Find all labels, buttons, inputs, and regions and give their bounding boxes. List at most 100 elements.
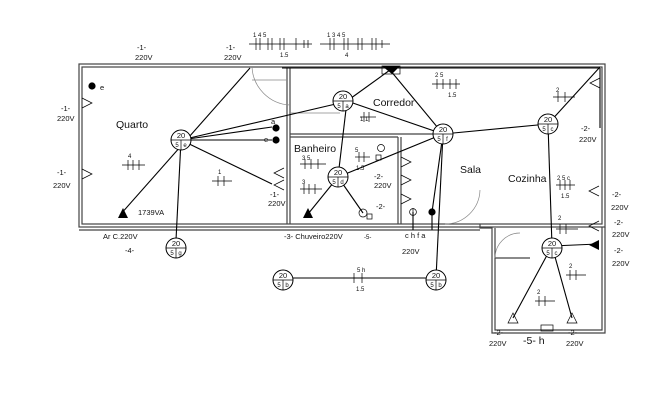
outlet-triangle-icon — [588, 185, 600, 197]
voltage-label: 220V — [611, 203, 629, 212]
circuit-label: -1- — [61, 104, 71, 113]
fixture-circuit: 5 — [542, 127, 546, 133]
ac-label: Ar C.220V — [103, 232, 138, 241]
outlets — [81, 77, 601, 324]
wire-ticks-top-1 — [249, 38, 312, 50]
fixture-id: b — [285, 283, 289, 289]
fixture-ext-b2: 20 5 b — [425, 269, 447, 291]
switch-sala-icon — [428, 208, 436, 216]
voltage-label: 220V — [224, 53, 242, 62]
room-label-banheiro: Banheiro — [294, 143, 336, 155]
outlet-triangle-icon — [566, 312, 578, 324]
wire-ticks-cozinha — [535, 92, 586, 306]
switch-ids-label: c h f a — [405, 231, 426, 240]
voltage-label: 220V — [53, 181, 71, 190]
doorbell-label: -5- h — [523, 335, 545, 347]
fixture-circuit: 5 — [277, 283, 281, 289]
wire-ticks-quarto — [122, 160, 145, 170]
voltage-label: 220V — [612, 230, 630, 239]
conductor-number: 1 1 — [360, 117, 369, 123]
circuit-label: -1- — [57, 168, 67, 177]
fixture-id: e — [183, 143, 187, 149]
shower-outlet-icon — [303, 208, 313, 218]
fixture-id: c — [555, 251, 558, 257]
circuit-label: -1- — [226, 43, 236, 52]
outlet-triangle-icon — [273, 167, 285, 179]
fixture-corredor: 20 5 a — [332, 90, 354, 112]
fixture-circuit: 5 — [546, 251, 550, 257]
door-cozinha — [494, 232, 521, 259]
conductor-number: 2 5 c — [557, 176, 570, 182]
conductor-number: 2 — [556, 88, 560, 94]
voltage-label: 220V — [579, 135, 597, 144]
conductor-number: 1 4 5 — [253, 33, 267, 39]
circuit-label: -2- — [614, 218, 624, 227]
outlet-filled-icon — [589, 240, 599, 250]
outlet-triangle-icon — [588, 220, 600, 232]
fixture-id: a — [345, 104, 349, 110]
socket-banheiro-icon — [377, 144, 385, 152]
gauge-label: 1.5 — [561, 194, 570, 200]
fixture-power: 20 — [172, 239, 180, 248]
conductor-number: 5 h — [357, 268, 365, 274]
distribution-panel-icon — [382, 66, 400, 74]
switch-a-icon — [272, 124, 280, 132]
outer-wall — [78, 63, 606, 228]
room-label-cozinha: Cozinha — [508, 173, 547, 185]
power-label: 1739VA — [138, 208, 164, 217]
room-label-quarto: Quarto — [116, 119, 148, 131]
fixture-circuit: 5 — [430, 283, 434, 289]
conductor-number: 3 5 — [302, 156, 311, 162]
voltage-label: 220V — [57, 114, 75, 123]
voltage-label: 220V — [402, 247, 420, 256]
outlet-triangle-icon — [273, 179, 285, 191]
bell-icon — [540, 324, 554, 332]
conductor-number: 2 5 — [435, 73, 444, 79]
voltage-label: 220V — [135, 53, 153, 62]
outlet-triangle-icon — [400, 156, 412, 168]
conductor-number: 2 — [569, 264, 573, 270]
conductor-number: 2 — [537, 290, 541, 296]
circuit-label: -2- — [581, 124, 591, 133]
room-label-corredor: Corredor — [373, 97, 415, 109]
fixture-id: f — [446, 137, 448, 143]
fixture-ext-b1: 20 5 b — [272, 269, 294, 291]
fixture-banheiro: 20 5 d — [327, 166, 349, 188]
outlet-triangle-icon — [507, 312, 519, 324]
fixture-circuit: 5 — [175, 143, 179, 149]
voltage-label: 220V — [374, 181, 392, 190]
circuit-label: -2- — [568, 328, 578, 337]
circuit-label: -1- — [270, 190, 280, 199]
voltage-label: 220V — [268, 199, 286, 208]
fixture-power: 20 — [279, 271, 287, 280]
conductor-ticks — [122, 38, 586, 306]
outlet-triangle-icon — [400, 174, 412, 186]
switch-label: e — [100, 83, 104, 92]
voltage-label: 220V — [566, 339, 584, 348]
lamp-banheiro-icon — [358, 208, 368, 218]
fixture-power: 20 — [432, 271, 440, 280]
circuit-label: -2- — [374, 172, 384, 181]
wire-ticks-top-2 — [320, 38, 390, 50]
wire-ticks-corredor — [360, 79, 460, 122]
circuit-label: -2- — [494, 328, 504, 337]
wire-ticks-banheiro — [300, 152, 370, 194]
doors — [251, 66, 521, 259]
shower-label: -3- Chuveiro220V — [284, 232, 343, 241]
fixture-circuit: 5 — [337, 104, 341, 110]
gauge-label: 1.5 — [448, 93, 457, 99]
fixture-id: g — [178, 251, 181, 257]
door-quarto — [251, 66, 291, 106]
circuit-label: -2- — [614, 246, 624, 255]
fixture-lower-c: 20 5 c — [541, 237, 563, 259]
wiring — [119, 66, 601, 319]
fixture-quarto: 20 5 e — [170, 129, 192, 151]
fixture-circuit: 5 — [332, 180, 336, 186]
conductor-number: 5 — [355, 148, 359, 154]
circuit-label: -2- — [612, 190, 622, 199]
outlet-triangle-icon — [400, 193, 412, 205]
switches — [88, 65, 554, 332]
outlet-triangle-icon — [589, 77, 601, 89]
switch-label: a — [271, 117, 276, 126]
